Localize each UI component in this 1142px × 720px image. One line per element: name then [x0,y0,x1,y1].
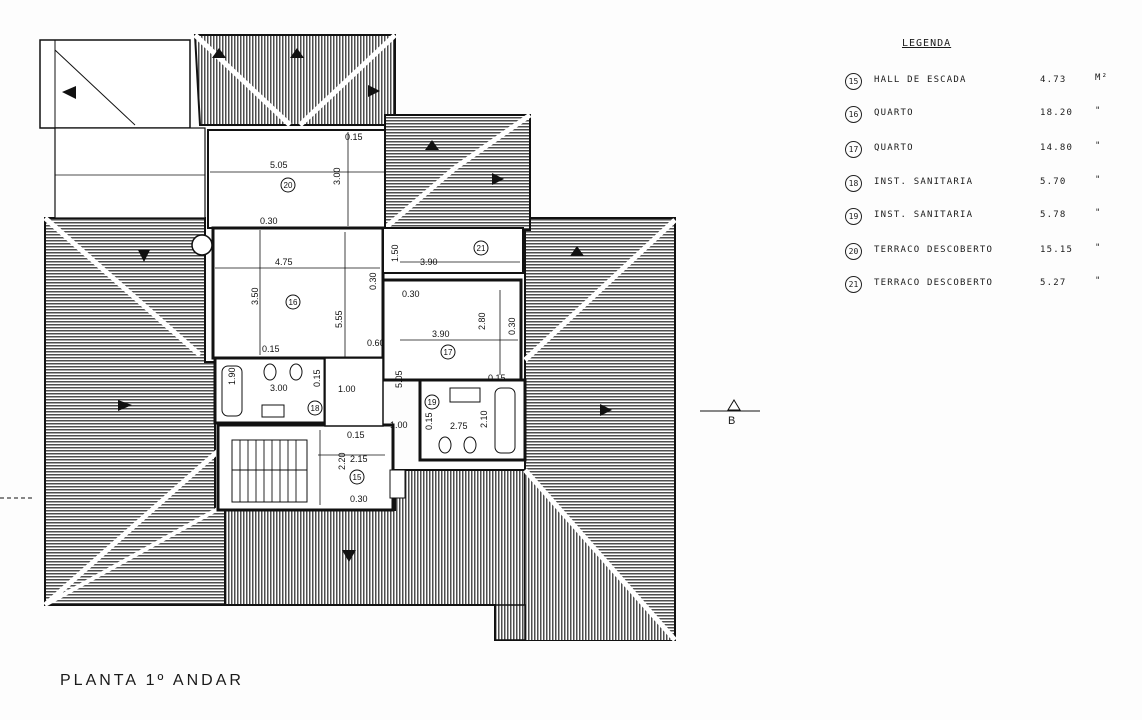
dim-0-30e: 0.30 [350,494,368,504]
room-17 [381,278,523,382]
legend-unit: " [1095,243,1102,253]
dim-2-20: 2.20 [337,452,347,470]
legend-room-name: INST. SANITARIA [874,177,974,187]
legend-unit: " [1095,208,1102,218]
room-16 [191,226,385,430]
dim-1-50: 1.50 [390,244,400,262]
legend-room-name: TERRACO DESCOBERTO [874,278,994,288]
legend-number: 20 [845,243,862,260]
dim-5-55: 5.55 [334,310,344,328]
legend-number: 15 [845,73,862,90]
dim-0-60: 0.60 [367,338,385,348]
room-label-18: 18 [311,404,320,413]
roof-top-center [193,33,397,127]
room-label-17: 17 [444,348,453,357]
legend-room-name: HALL DE ESCADA [874,75,967,85]
legend-title: LEGENDA [902,38,952,49]
terrace-20 [207,129,386,229]
dim-0-15e: 0.15 [424,412,434,430]
corridor [324,357,406,499]
legend-area: 5.78 [1040,210,1067,220]
dim-0-15: 0.15 [345,132,363,142]
legend-room-name: TERRACO DESCOBERTO [874,245,994,255]
bath-18 [213,356,327,425]
dim-3-50: 3.50 [250,287,260,305]
legend-row: 21 TERRACO DESCOBERTO 5.27 " [845,276,1115,294]
plan-title: PLANTA 1º ANDAR [60,672,244,689]
dim-2-15: 2.15 [350,454,368,464]
legend-unit: " [1095,276,1102,286]
dim-0-30d: 0.30 [507,317,517,335]
legend-number: 21 [845,276,862,293]
legend-unit: " [1095,175,1102,185]
legend-unit: " [1095,106,1102,116]
roof-top-left [39,39,206,219]
dim-0-30c: 0.30 [402,289,420,299]
stair-hall-15 [216,423,395,512]
legend-unit: M² [1095,73,1109,83]
legend-row: 16 QUARTO 18.20 " [845,106,1115,124]
dim-2-75: 2.75 [450,421,468,431]
dim-0-15b: 0.15 [262,344,280,354]
section-marker [0,399,760,499]
terrace-21 [382,227,524,274]
dim-1-90: 1.90 [227,367,237,385]
dim-1-00: 1.00 [338,384,356,394]
room-label-16: 16 [289,298,298,307]
dim-0-15d: 0.15 [312,369,322,387]
room-label-15: 15 [353,473,362,482]
legend-row: 19 INST. SANITARIA 5.78 " [845,208,1115,226]
legend-number: 17 [845,141,862,158]
dim-1-00b: 1.00 [390,420,408,430]
legend-room-name: QUARTO [874,108,914,118]
dim-3-90: 3.90 [420,257,438,267]
bath-19 [418,378,527,462]
dim-2-80: 2.80 [477,312,487,330]
legend-row: 17 QUARTO 14.80 " [845,141,1115,159]
legend-area: 18.20 [1040,108,1074,118]
legend-area: 15.15 [1040,245,1074,255]
room-label-21: 21 [477,244,486,253]
roof-right [494,217,677,642]
dim-0-15c: 0.15 [488,373,506,383]
dim-3-90b: 3.90 [432,329,450,339]
legend-unit: " [1095,141,1102,151]
dim-0-30b: 0.30 [368,272,378,290]
dim-3-00: 3.00 [332,167,342,185]
dim-0-30: 0.30 [260,216,278,226]
legend-area: 4.73 [1040,75,1067,85]
legend-row: 15 HALL DE ESCADA 4.73 M² [845,73,1115,91]
dim-5-05: 5.05 [270,160,288,170]
legend-number: 16 [845,106,862,123]
room-label-20: 20 [284,181,293,190]
legend-row: 18 INST. SANITARIA 5.70 " [845,175,1115,193]
legend-number: 18 [845,175,862,192]
legend-room-name: QUARTO [874,143,914,153]
room-label-19: 19 [428,398,437,407]
legend-area: 5.70 [1040,177,1067,187]
section-label: B [728,415,736,427]
legend-row: 20 TERRACO DESCOBERTO 15.15 " [845,243,1115,261]
legend-area: 5.27 [1040,278,1067,288]
dim-5-05b: 5.05 [394,370,404,388]
legend-number: 19 [845,208,862,225]
dim-3-00b: 3.00 [270,383,288,393]
roof-left [43,216,227,607]
dim-0-15f: 0.15 [347,430,365,440]
legend-room-name: INST. SANITARIA [874,210,974,220]
dim-2-10: 2.10 [479,410,489,428]
legend-area: 14.80 [1040,143,1074,153]
dim-4-75: 4.75 [275,257,293,267]
roof-top-right [383,112,532,231]
